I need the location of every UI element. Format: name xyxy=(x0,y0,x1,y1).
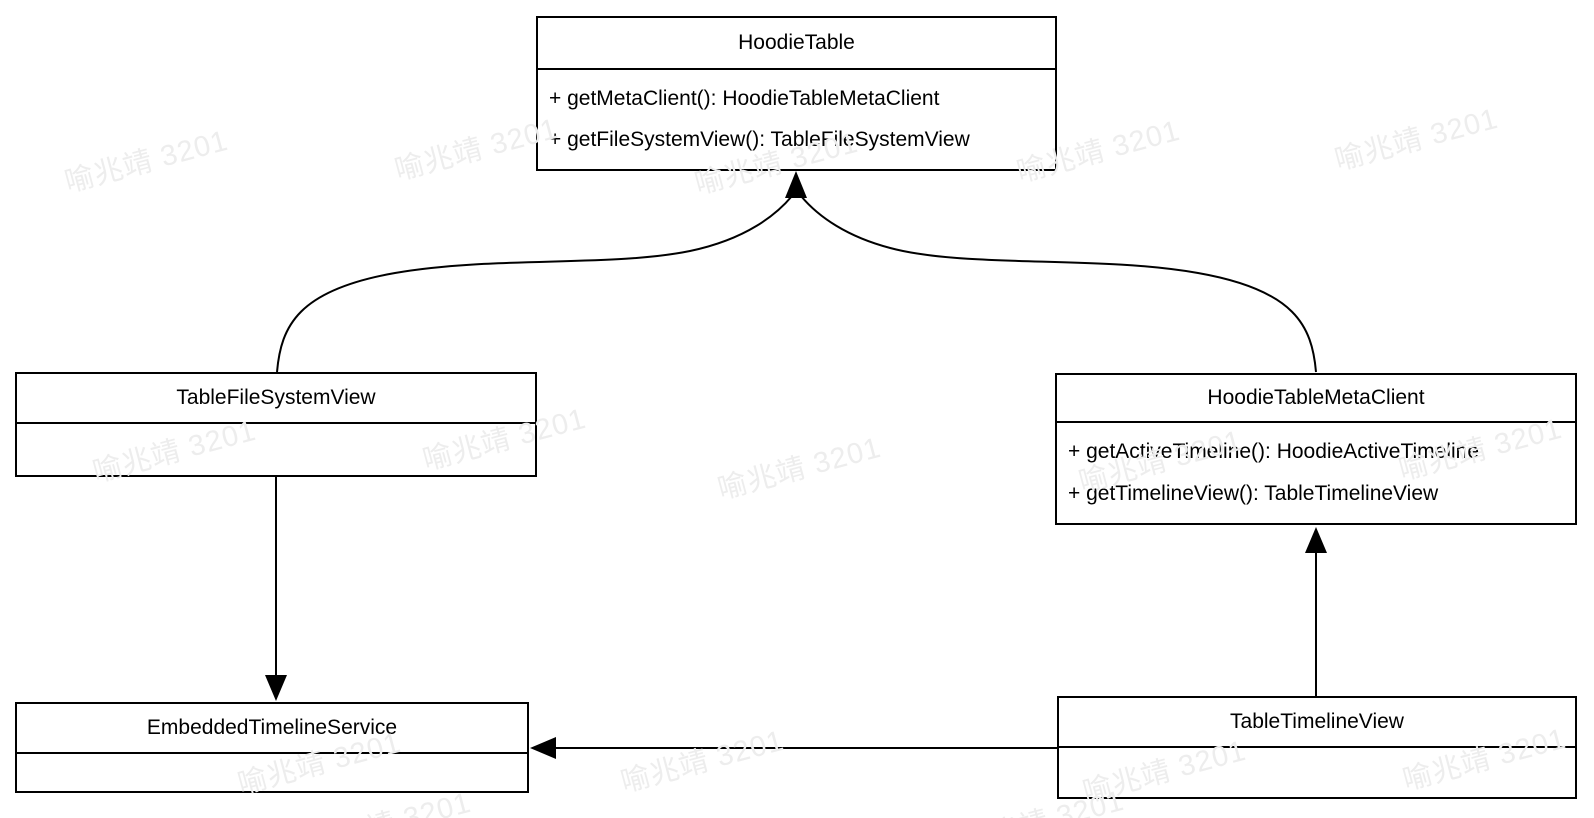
arrowhead-up-hoodietable xyxy=(785,171,807,198)
class-methods-embeddedtimelineservice xyxy=(17,754,527,791)
class-methods-hoodietable: + getMetaClient(): HoodieTableMetaClient… xyxy=(538,70,1055,169)
class-title-hoodietablemetaclient: HoodieTableMetaClient xyxy=(1057,375,1575,423)
arrowhead-down-embeddedtimelineservice xyxy=(265,675,287,701)
watermark-text: 喻兆靖 3201 xyxy=(1331,102,1502,178)
method-getmetaclient: + getMetaClient(): HoodieTableMetaClient xyxy=(549,87,940,110)
relation-tablefilesystemview-to-hoodietable xyxy=(276,195,793,373)
class-title-embeddedtimelineservice: EmbeddedTimelineService xyxy=(17,704,527,754)
method-getfilesystemview: + getFileSystemView(): TableFileSystemVi… xyxy=(549,128,970,151)
arrowhead-up-hoodietablemetaclient xyxy=(1305,527,1327,553)
class-title-hoodietable: HoodieTable xyxy=(538,18,1055,70)
method-getactivetimeline: + getActiveTimeline(): HoodieActiveTimel… xyxy=(1068,440,1480,464)
class-methods-tabletimelineview xyxy=(1059,748,1575,797)
watermark-text: 喻兆靖 3201 xyxy=(61,124,232,200)
relation-tabletimelineview-to-hoodietablemetaclient xyxy=(1305,527,1327,696)
method-gettimelineview: + getTimelineView(): TableTimelineView xyxy=(1068,481,1439,505)
relation-tabletimelineview-to-embeddedtimelineservice xyxy=(530,737,1057,759)
class-title-tabletimelineview: TableTimelineView xyxy=(1059,698,1575,748)
class-title-tablefilesystemview: TableFileSystemView xyxy=(17,374,535,424)
class-box-hoodietablemetaclient: HoodieTableMetaClient + getActiveTimelin… xyxy=(1055,373,1577,525)
class-box-tabletimelineview: TableTimelineView xyxy=(1057,696,1577,799)
relation-hoodietablemetaclient-to-hoodietable xyxy=(800,195,1317,373)
class-box-embeddedtimelineservice: EmbeddedTimelineService xyxy=(15,702,529,793)
class-box-tablefilesystemview: TableFileSystemView xyxy=(15,372,537,477)
arrowhead-left-embeddedtimelineservice xyxy=(530,737,556,759)
class-box-hoodietable: HoodieTable + getMetaClient(): HoodieTab… xyxy=(536,16,1057,171)
class-methods-hoodietablemetaclient: + getActiveTimeline(): HoodieActiveTimel… xyxy=(1057,423,1575,523)
relation-tablefilesystemview-to-embeddedtimelineservice xyxy=(265,477,287,701)
watermark-text: 喻兆靖 3201 xyxy=(714,431,885,507)
class-methods-tablefilesystemview xyxy=(17,424,535,475)
watermark-text: 喻兆靖 3201 xyxy=(617,724,788,800)
